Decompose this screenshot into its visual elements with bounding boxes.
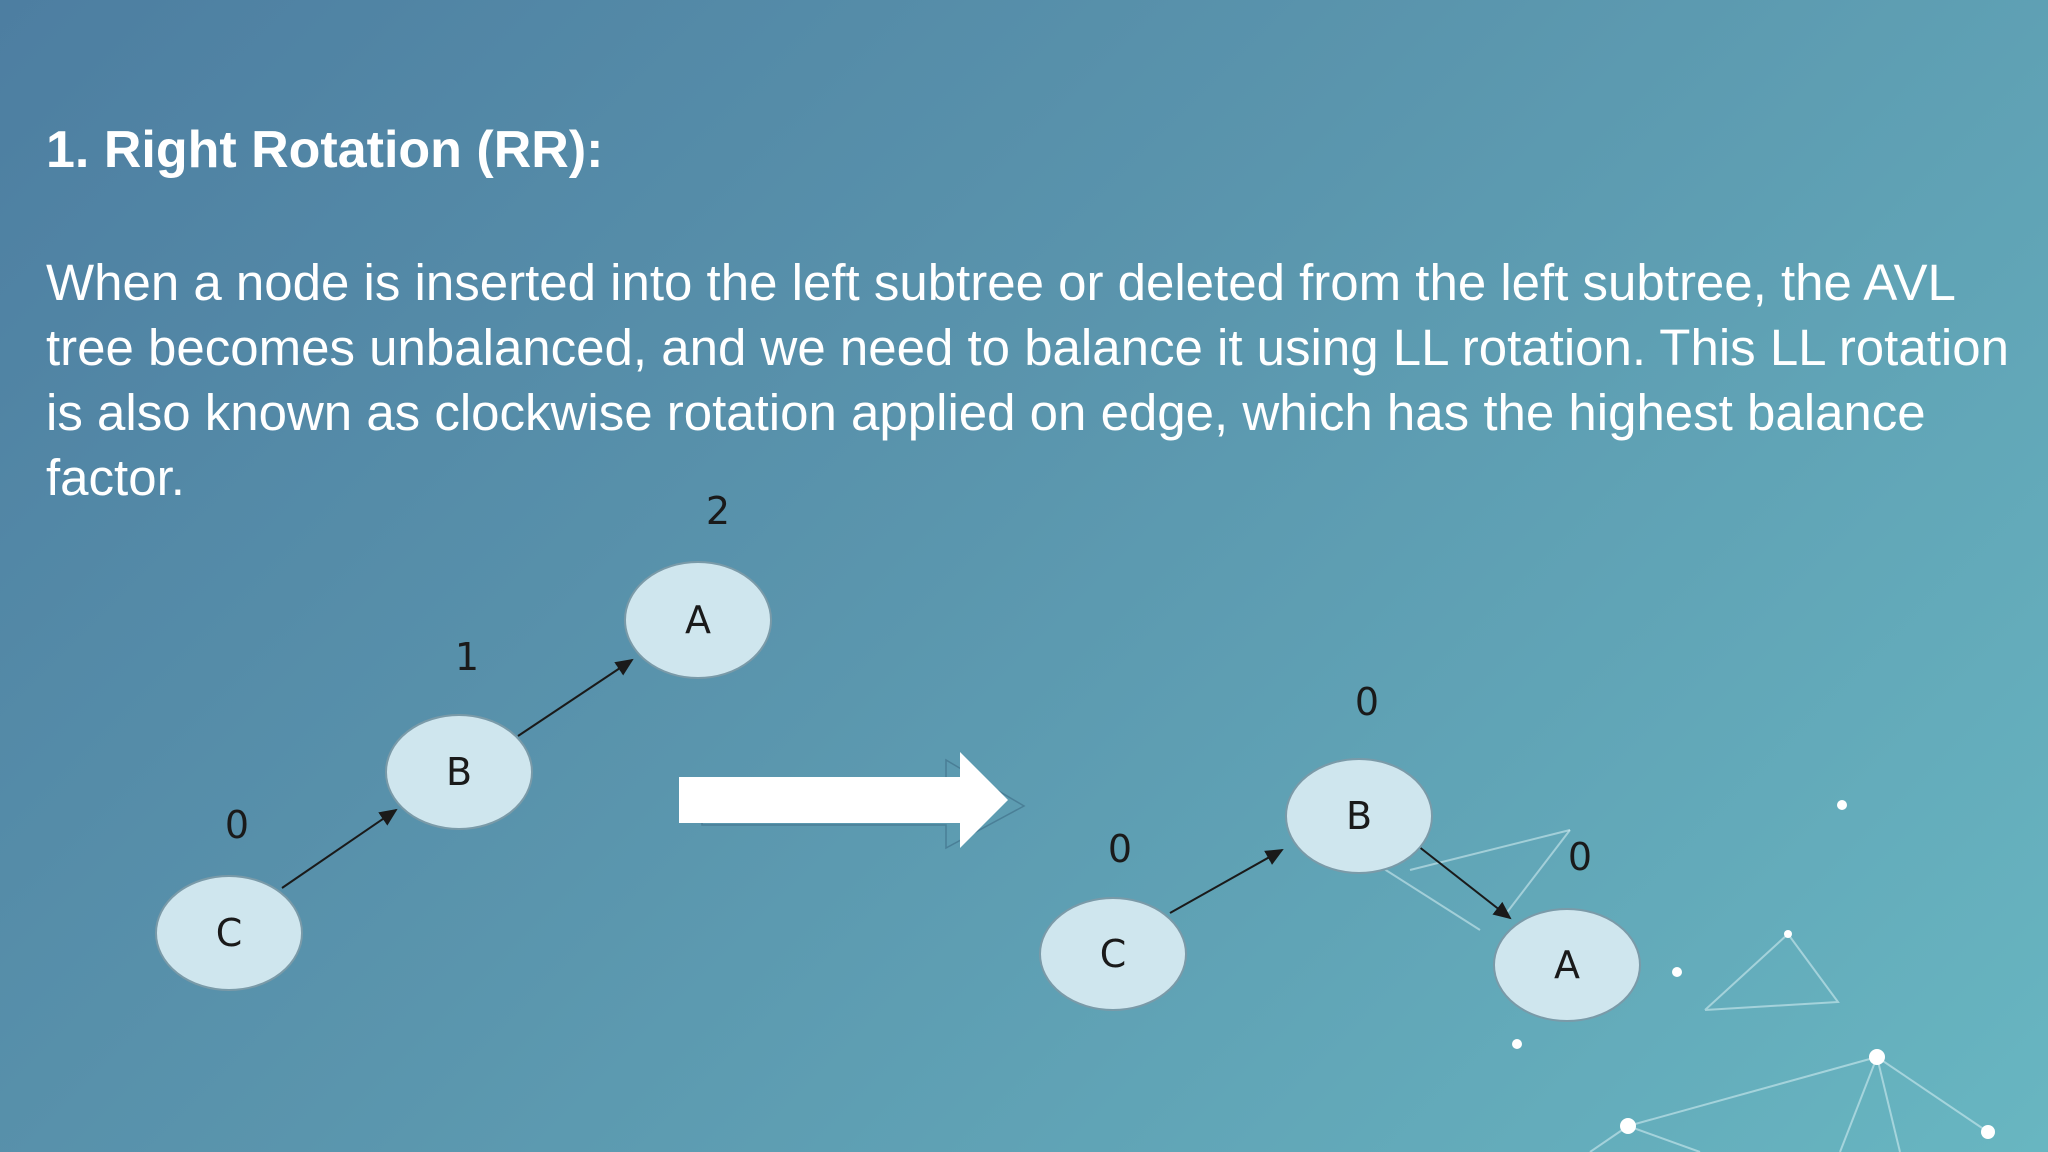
before-node-c: C <box>155 875 303 991</box>
after-node-a: A <box>1493 908 1641 1022</box>
after-node-b: B <box>1285 758 1433 874</box>
balance-factor-a: 2 <box>706 489 730 533</box>
node-label: A <box>1554 943 1580 987</box>
node-label: A <box>685 598 711 642</box>
edge-b-to-a-after <box>1417 845 1512 920</box>
edge-c-to-b-after <box>1169 849 1284 914</box>
slide-body-text: When a node is inserted into the left su… <box>46 254 2009 506</box>
edge-b-to-a <box>517 658 634 737</box>
transform-arrow <box>679 752 1026 850</box>
balance-factor-c: 0 <box>225 803 249 847</box>
balance-factor-b-after: 0 <box>1355 680 1379 724</box>
before-node-a: A <box>624 561 772 679</box>
node-label: C <box>216 911 243 955</box>
before-node-b: B <box>385 714 533 830</box>
edge-c-to-b <box>281 808 398 889</box>
slide-title: 1. Right Rotation (RR): <box>46 121 604 179</box>
node-label: B <box>1346 794 1372 838</box>
node-label: C <box>1100 932 1127 976</box>
balance-factor-b: 1 <box>455 635 479 679</box>
balance-factor-c-after: 0 <box>1108 827 1132 871</box>
balance-factor-a-after: 0 <box>1568 835 1592 879</box>
node-label: B <box>446 750 472 794</box>
after-node-c: C <box>1039 897 1187 1011</box>
